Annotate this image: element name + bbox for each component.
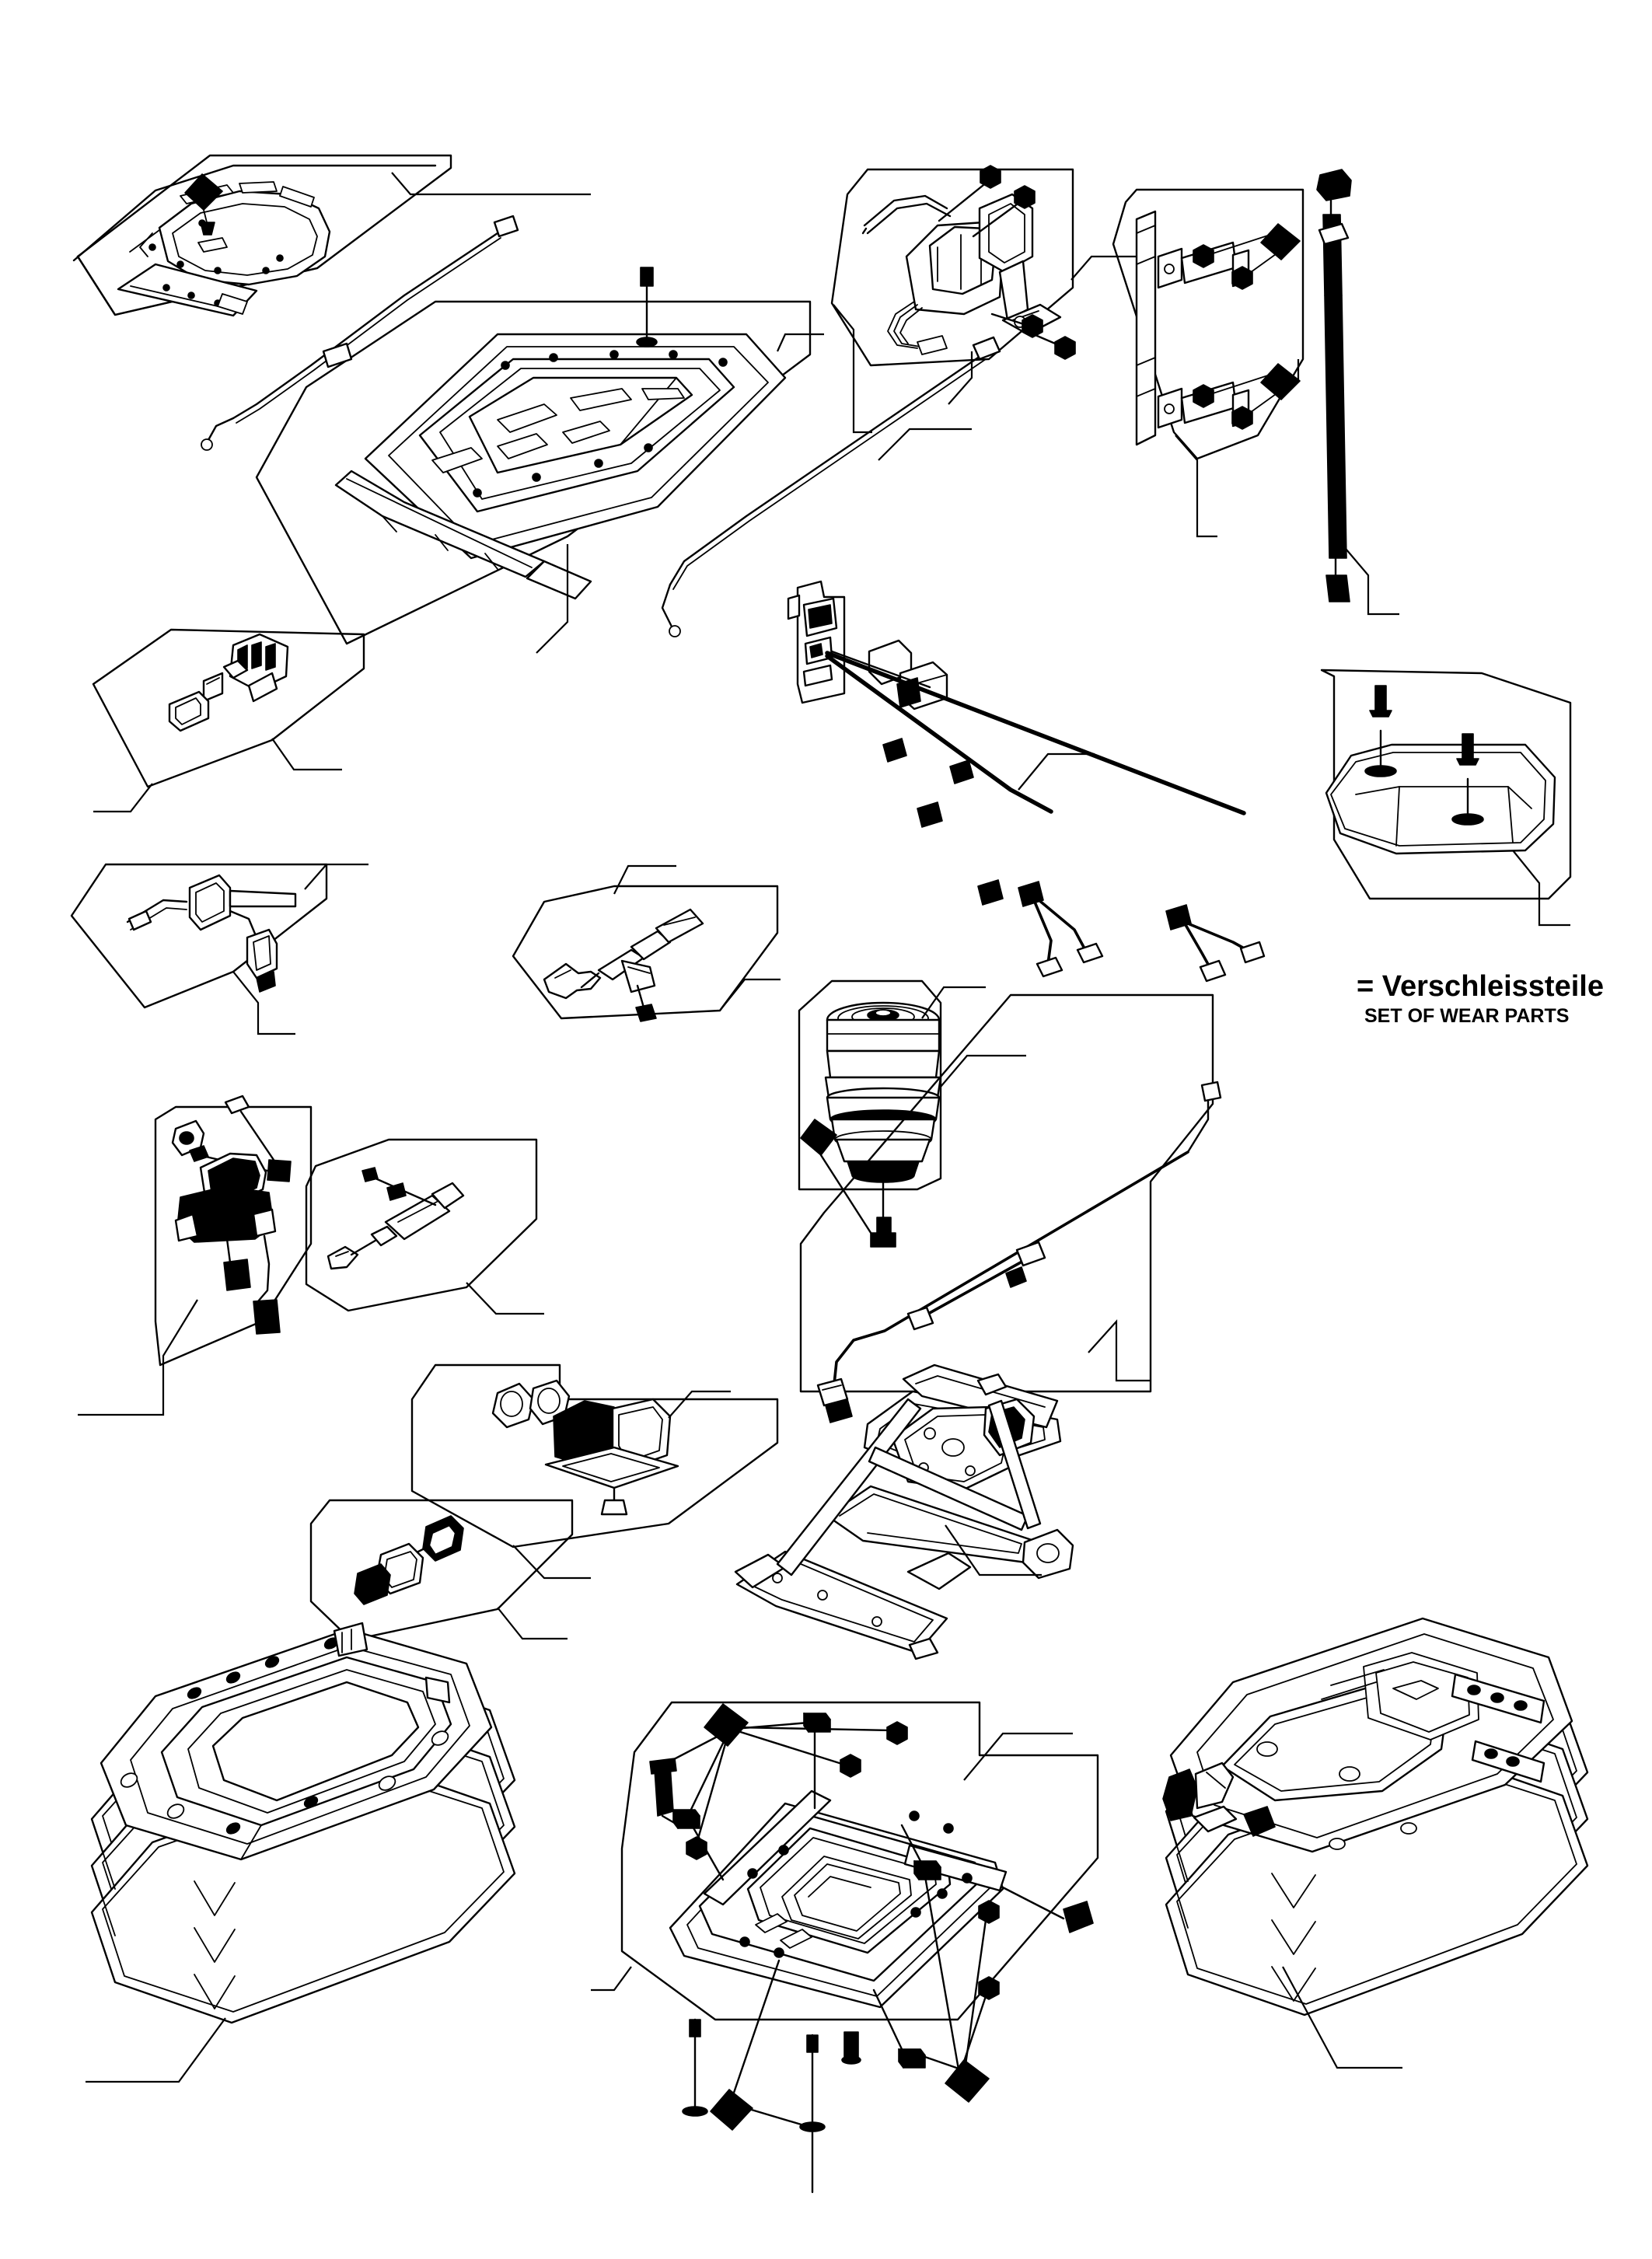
group-base-frame-hardware <box>591 1701 1099 2194</box>
leader-stub <box>1070 255 1137 281</box>
group-gas-strut-damper <box>1316 169 1399 616</box>
group-air-spring-bellows <box>798 979 1026 1248</box>
group-scissor-lift-linkage <box>734 1363 1074 1660</box>
group-compressor-motor <box>830 165 1076 434</box>
wear-part-diamond <box>800 1119 875 1239</box>
group-air-line-hose <box>799 986 1222 1423</box>
legend-german-label: = Verschleissteile <box>1357 970 1604 1003</box>
group-control-valve-wiring <box>70 863 368 1035</box>
legend-english-label: SET OF WEAR PARTS <box>1364 1004 1570 1027</box>
group-shock-absorber-detail <box>512 864 781 1022</box>
wear-part-diamond <box>710 1959 805 2131</box>
group-compressor-mount-detail <box>410 1363 779 1580</box>
group-bellows-stack-left <box>86 1622 516 2083</box>
group-rail-bracket-hardware <box>1112 188 1304 538</box>
wear-part-diamond <box>919 1875 990 2103</box>
group-height-control-valve <box>78 1095 313 1416</box>
group-seat-cushion-pan-cover <box>1320 669 1572 927</box>
control-cable-long <box>201 215 519 451</box>
wear-part-diamond <box>184 173 223 236</box>
control-rod-long <box>661 336 1001 637</box>
group-switch-control-panel <box>92 628 365 813</box>
group-suspension-top-frame <box>255 267 824 654</box>
group-seat-pan-gasket-plate <box>72 154 591 317</box>
wear-parts-legend: = Verschleissteile SET OF WEAR PARTS <box>1357 970 1604 1027</box>
group-complete-suspension-unit <box>1162 1617 1589 2069</box>
wear-part-diamond <box>656 1703 892 1845</box>
group-wiring-harness <box>787 580 1266 983</box>
group-connector-plug-detail <box>309 1499 574 1642</box>
group-damper-cylinder-detail <box>305 1138 544 1315</box>
